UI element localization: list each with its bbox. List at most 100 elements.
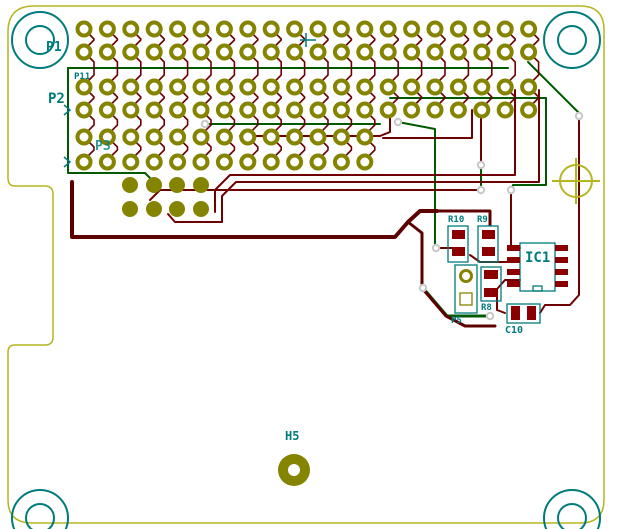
header-pad [332, 20, 350, 38]
header-pad [215, 153, 233, 171]
header-pad [145, 101, 163, 119]
zigzag-trace [506, 55, 517, 84]
r9-outline [477, 225, 499, 263]
header-pad [426, 43, 444, 61]
zigzag-trace [178, 140, 189, 159]
zigzag-trace [342, 32, 353, 49]
zigzag-trace [459, 32, 470, 49]
header-pad [75, 153, 93, 171]
r9-pad [482, 230, 495, 239]
header-pad [75, 101, 93, 119]
header-pad [215, 20, 233, 38]
pin1-marker [63, 156, 72, 168]
header-pad [286, 78, 304, 96]
header-pad [309, 43, 327, 61]
header-pad [262, 101, 280, 119]
header-pad [122, 101, 140, 119]
header-pad [215, 78, 233, 96]
header-pad [262, 153, 280, 171]
label-c10: C10 [505, 325, 523, 336]
header-pad [215, 101, 233, 119]
signal-trace [497, 279, 521, 289]
zigzag-trace [225, 113, 236, 134]
mounting-hole-inner [25, 25, 55, 55]
header-pad [309, 153, 327, 171]
header-pad [239, 78, 257, 96]
header-pad [169, 101, 187, 119]
header-pad [98, 20, 116, 38]
zigzag-trace [249, 140, 259, 159]
via [418, 283, 428, 293]
zigzag-trace [249, 113, 259, 134]
ic1-pin [555, 281, 568, 287]
zigzag-trace [506, 32, 517, 49]
zigzag-trace [342, 55, 353, 84]
zigzag-trace [202, 55, 212, 84]
header-pad [496, 43, 514, 61]
p5-pin-square [459, 292, 473, 306]
label-r9: R9 [477, 215, 488, 225]
header-pad [262, 78, 280, 96]
r10-pad [452, 247, 465, 256]
header-pad [286, 101, 304, 119]
header-pad [309, 20, 327, 38]
zigzag-trace [319, 32, 329, 49]
c10-pad [527, 306, 536, 320]
h5-mounting-pad [278, 454, 310, 486]
zigzag-trace [412, 55, 423, 84]
mounting-hole-outer [11, 11, 69, 69]
zigzag-trace [389, 90, 400, 107]
zigzag-trace [225, 90, 236, 107]
header-pad [356, 153, 374, 171]
zigzag-trace [85, 32, 95, 49]
ic1-pin [507, 281, 520, 287]
header-pad [122, 20, 140, 38]
mounting-hole-outer [543, 11, 601, 69]
solder-pad [169, 177, 185, 193]
zigzag-trace [85, 140, 95, 159]
header-pad [379, 43, 397, 61]
header-pad [262, 20, 280, 38]
header-pad [75, 78, 93, 96]
header-pad [520, 78, 538, 96]
mounting-hole-inner [557, 25, 587, 55]
solder-pad [169, 201, 185, 217]
header-pad [145, 78, 163, 96]
header-pad [169, 20, 187, 38]
header-pad [122, 128, 140, 146]
zigzag-trace [132, 113, 142, 134]
zigzag-trace [202, 113, 212, 134]
solder-pad [146, 177, 162, 193]
header-pad [286, 43, 304, 61]
solder-pad [146, 201, 162, 217]
r8-outline [480, 266, 502, 302]
zigzag-trace [272, 140, 283, 159]
header-pad [449, 20, 467, 38]
solder-pad [193, 201, 209, 217]
header-pad [403, 78, 421, 96]
zigzag-trace [365, 90, 376, 107]
zigzag-trace [108, 90, 119, 107]
zigzag-trace [295, 140, 306, 159]
ic1-notch [532, 285, 543, 292]
header-pad [332, 78, 350, 96]
board-outline [7, 5, 605, 524]
zigzag-trace [365, 113, 376, 134]
zigzag-trace [249, 55, 259, 84]
via [431, 243, 441, 253]
zigzag-trace [249, 32, 259, 49]
zigzag-trace [202, 140, 212, 159]
ic1-pin [555, 245, 568, 251]
ic1-pin [507, 269, 520, 275]
via [574, 111, 584, 121]
r10-pad [452, 230, 465, 239]
zigzag-trace [342, 113, 353, 134]
zigzag-trace [108, 113, 119, 134]
header-pad [239, 128, 257, 146]
back-trace [527, 61, 580, 114]
zigzag-trace [272, 55, 283, 84]
header-pad [215, 43, 233, 61]
header-pad [192, 101, 210, 119]
header-pad [356, 78, 374, 96]
